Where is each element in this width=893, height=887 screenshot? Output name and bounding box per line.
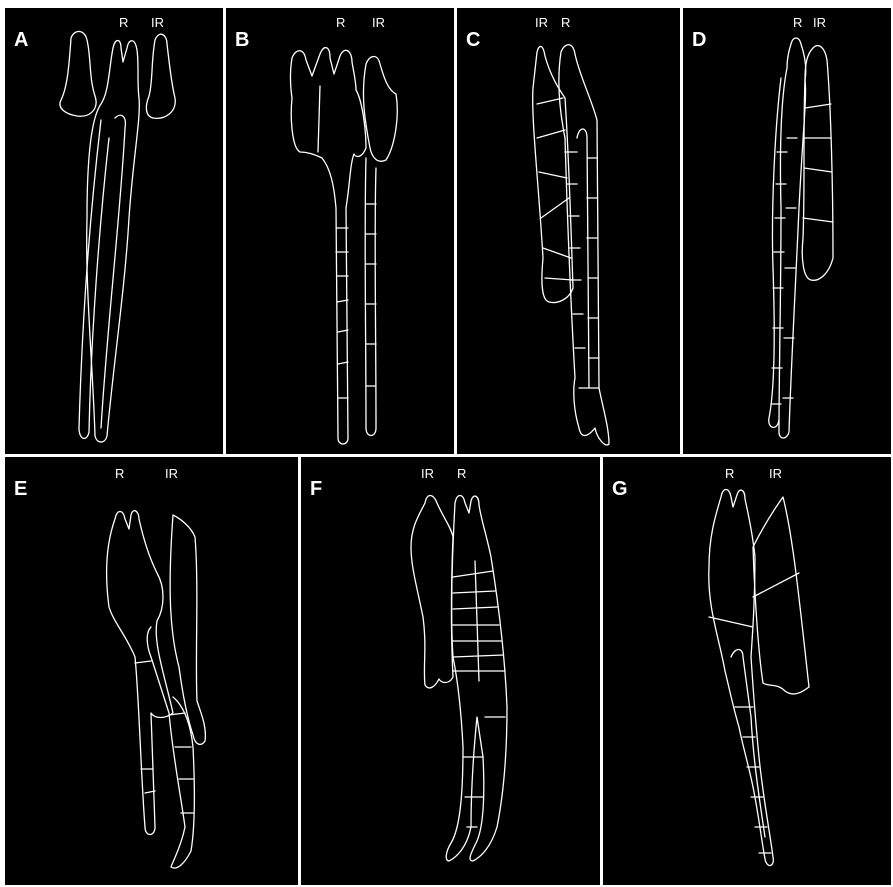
cell-wall bbox=[805, 104, 831, 108]
ir-strand-outline bbox=[365, 158, 376, 436]
ir-outline bbox=[363, 57, 397, 162]
r-outline bbox=[709, 490, 774, 866]
root-drawing-d bbox=[683, 8, 891, 454]
panel-c: C IR R bbox=[457, 8, 680, 454]
panel-f: F IR R bbox=[301, 457, 600, 885]
inner-strand-outline bbox=[577, 129, 589, 388]
cell-wall bbox=[453, 591, 495, 593]
root-drawing-g bbox=[603, 457, 891, 885]
panel-b: B R IR bbox=[226, 8, 454, 454]
cell-wall bbox=[804, 168, 832, 172]
cell-wall bbox=[541, 198, 569, 218]
root-drawing-c bbox=[457, 8, 680, 454]
right-ear-outline bbox=[146, 34, 175, 118]
r-outline bbox=[559, 45, 609, 445]
cell-wall bbox=[338, 362, 348, 364]
ir-outline bbox=[802, 46, 833, 281]
left-ear-outline bbox=[60, 31, 96, 116]
ir-outline bbox=[411, 496, 453, 688]
root-drawing-b bbox=[226, 8, 454, 454]
cell-wall bbox=[453, 607, 497, 609]
cell-wall bbox=[545, 278, 573, 280]
ir-outline bbox=[753, 497, 809, 694]
cell-wall bbox=[753, 573, 799, 597]
cell-wall bbox=[475, 561, 479, 681]
root-drawing-e bbox=[5, 457, 298, 885]
upper-body-outline bbox=[291, 48, 367, 444]
r-outline bbox=[446, 496, 507, 862]
cell-wall bbox=[803, 218, 833, 222]
cell-wall bbox=[543, 248, 571, 258]
left-root-strand bbox=[79, 120, 109, 438]
r-outline bbox=[107, 511, 173, 835]
root-drawing-a bbox=[5, 8, 223, 454]
panel-e: E R IR bbox=[5, 457, 298, 885]
cell-wall bbox=[539, 172, 567, 178]
r-outline bbox=[779, 38, 806, 438]
cell-wall bbox=[318, 86, 320, 152]
root-drawing-f bbox=[301, 457, 600, 885]
cell-wall bbox=[453, 571, 493, 577]
cell-wall bbox=[537, 130, 565, 138]
panel-g: G R IR bbox=[603, 457, 891, 885]
strand-outline bbox=[731, 650, 765, 838]
panel-a: A R IR bbox=[5, 8, 223, 454]
cell-wall bbox=[135, 661, 151, 663]
ir-outline bbox=[170, 515, 205, 744]
panel-d: D R IR bbox=[683, 8, 891, 454]
root-body-outline bbox=[87, 41, 140, 443]
